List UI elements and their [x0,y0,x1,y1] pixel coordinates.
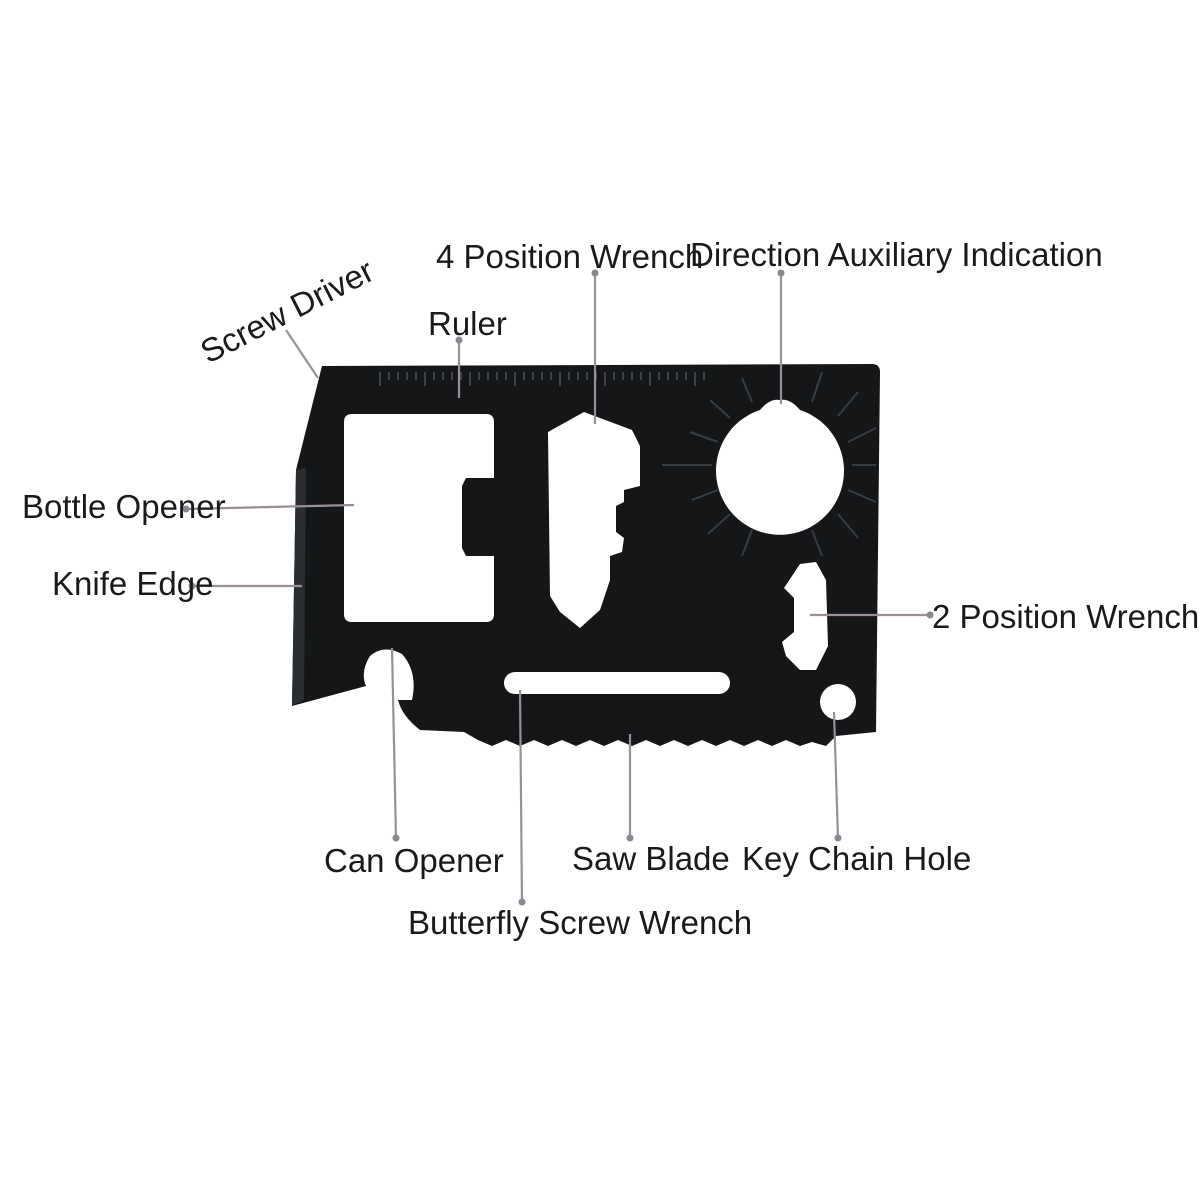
bottle-opener-cutout [344,414,494,622]
leader-lines [182,269,934,906]
four-position-wrench-cutout [548,412,640,628]
leader-dot [777,269,785,277]
leader-dot [626,834,634,842]
label-ruler: Ruler [428,305,507,342]
label-saw-blade: Saw Blade [572,840,730,877]
leader-dot [518,898,526,906]
multitool-card [292,364,880,746]
leader-can-opener [390,647,398,839]
label-direction-auxiliary-indication: Direction Auxiliary Indication [690,236,1103,273]
two-position-wrench-cutout [782,562,828,670]
label-can-opener: Can Opener [324,842,504,879]
leader-key-chain-hole [832,711,840,839]
leader-dot [834,834,842,842]
ruler-ticks [379,372,705,386]
direction-rays [662,371,877,557]
label-key-chain-hole: Key Chain Hole [742,840,971,877]
leader-dot [188,582,196,590]
leader-dot [926,611,934,619]
leader-butterfly-screw-wrench [518,689,524,903]
leader-dot [392,834,400,842]
leader-dot [591,269,599,277]
leader-bottle-opener [185,503,355,511]
label-butterfly-screw-wrench: Butterfly Screw Wrench [408,904,752,941]
label-two-position-wrench: 2 Position Wrench [932,598,1199,635]
label-four-position-wrench: 4 Position Wrench [436,238,703,275]
leader-screw-driver [285,329,319,379]
label-bottle-opener: Bottle Opener [22,488,226,525]
label-knife-edge: Knife Edge [52,565,213,602]
leader-dot [182,505,190,513]
direction-circle-cutout [716,399,844,535]
label-screw-driver: Screw Driver [194,252,379,371]
key-chain-hole-cutout [820,684,856,720]
butterfly-screw-wrench-slot [504,672,730,694]
leader-dot [455,336,463,344]
